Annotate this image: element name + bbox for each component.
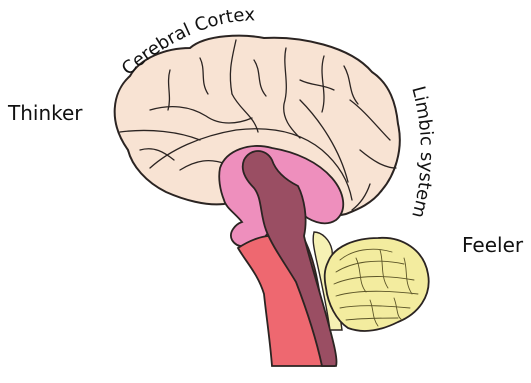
limbic-system-label-path: Limbic system: [407, 84, 437, 220]
cerebellum: [325, 238, 429, 331]
limbic-system-label: Limbic system: [407, 84, 437, 220]
feeler-label: Feeler: [462, 233, 524, 257]
thinker-label: Thinker: [7, 101, 83, 125]
cerebellum-shape: [325, 238, 429, 331]
